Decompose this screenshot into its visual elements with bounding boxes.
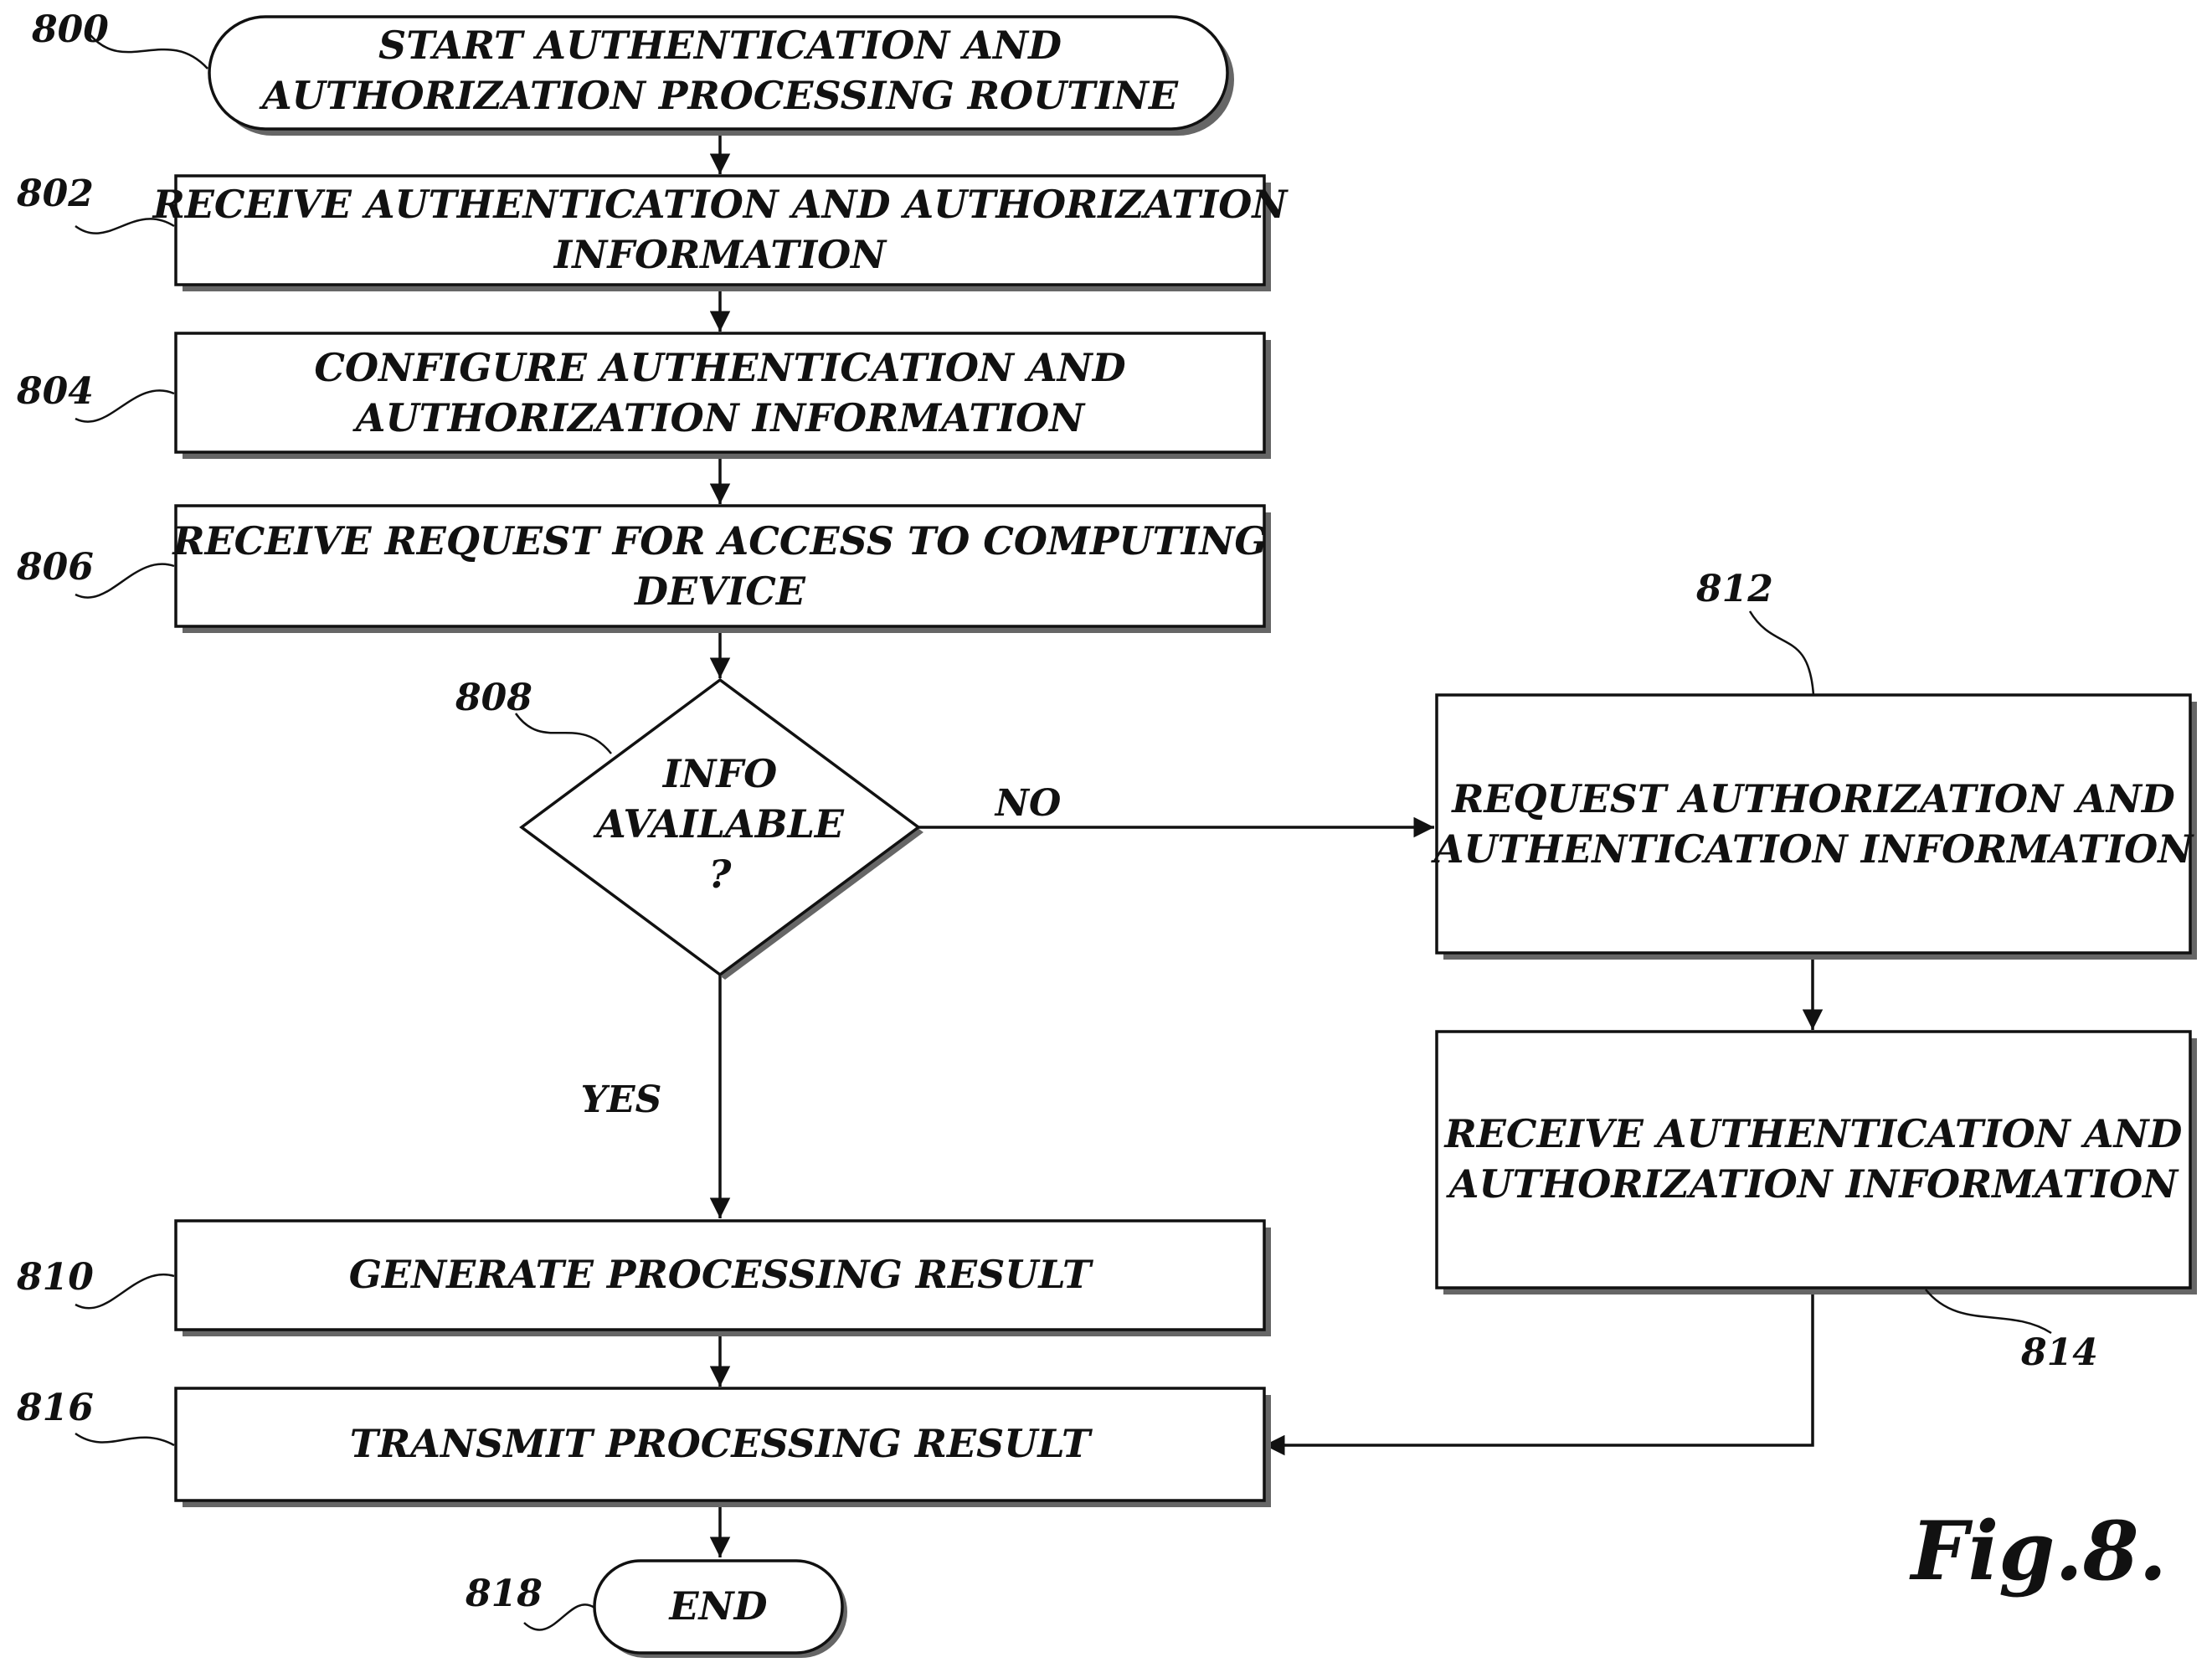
start-terminator-800: START AUTHENTICATION AND AUTHORIZATION P…: [209, 17, 1234, 136]
no-branch-label: NO: [994, 782, 1062, 825]
process-box-814: RECEIVE AUTHENTICATION AND AUTHORIZATION…: [1437, 1032, 2197, 1295]
decision-line-3: ?: [709, 852, 733, 897]
decision-line-2: AVAILABLE: [593, 801, 845, 847]
box-812-line-1: REQUEST AUTHORIZATION AND: [1450, 776, 2175, 821]
box-804-line-2: AUTHORIZATION INFORMATION: [352, 395, 1086, 440]
end-label: END: [668, 1583, 768, 1629]
end-terminator-818: END: [594, 1561, 847, 1658]
process-box-816: TRANSMIT PROCESSING RESULT: [176, 1388, 1271, 1507]
process-box-812: REQUEST AUTHORIZATION AND AUTHENTICATION…: [1431, 695, 2197, 960]
process-box-810: GENERATE PROCESSING RESULT: [176, 1221, 1271, 1336]
start-line-1: START AUTHENTICATION AND: [378, 23, 1062, 68]
box-814-line-2: AUTHORIZATION INFORMATION: [1446, 1161, 2179, 1207]
box-814-line-1: RECEIVE AUTHENTICATION AND: [1443, 1111, 2183, 1156]
yes-branch-label: YES: [581, 1078, 662, 1121]
start-line-2: AUTHORIZATION PROCESSING ROUTINE: [259, 73, 1179, 118]
box-802-line-1: RECEIVE AUTHENTICATION AND AUTHORIZATION: [152, 182, 1289, 227]
ref-816: 816: [16, 1387, 94, 1429]
process-box-806: RECEIVE REQUEST FOR ACCESS TO COMPUTING …: [171, 506, 1271, 633]
box-806-line-1: RECEIVE REQUEST FOR ACCESS TO COMPUTING: [171, 518, 1267, 564]
decision-line-1: INFO: [661, 751, 777, 796]
process-box-802: RECEIVE AUTHENTICATION AND AUTHORIZATION…: [152, 176, 1289, 291]
box-802-line-2: INFORMATION: [553, 232, 887, 277]
ref-806: 806: [16, 546, 94, 589]
ref-818: 818: [465, 1572, 543, 1615]
ref-800: 800: [31, 8, 109, 51]
leader-812: [1750, 611, 1813, 695]
leader-816: [75, 1434, 174, 1445]
decision-diamond-808: INFO AVAILABLE ?: [522, 680, 923, 980]
box-810-line-1: GENERATE PROCESSING RESULT: [349, 1252, 1094, 1297]
box-804-line-1: CONFIGURE AUTHENTICATION AND: [314, 345, 1125, 390]
leader-808: [516, 713, 611, 754]
box-816-line-1: TRANSMIT PROCESSING RESULT: [350, 1421, 1093, 1466]
ref-802: 802: [16, 172, 94, 215]
ref-804: 804: [16, 370, 94, 413]
process-box-804: CONFIGURE AUTHENTICATION AND AUTHORIZATI…: [176, 333, 1271, 459]
edge-814-816: [1264, 1294, 1813, 1445]
ref-812: 812: [1695, 568, 1773, 610]
box-812-line-2: AUTHENTICATION INFORMATION: [1431, 826, 2194, 872]
ref-808: 808: [455, 677, 532, 719]
box-806-line-2: DEVICE: [633, 569, 806, 614]
leader-814: [1926, 1289, 2051, 1333]
ref-810: 810: [16, 1256, 94, 1299]
ref-814: 814: [2020, 1331, 2098, 1374]
figure-label: Fig.8.: [1909, 1504, 2167, 1598]
